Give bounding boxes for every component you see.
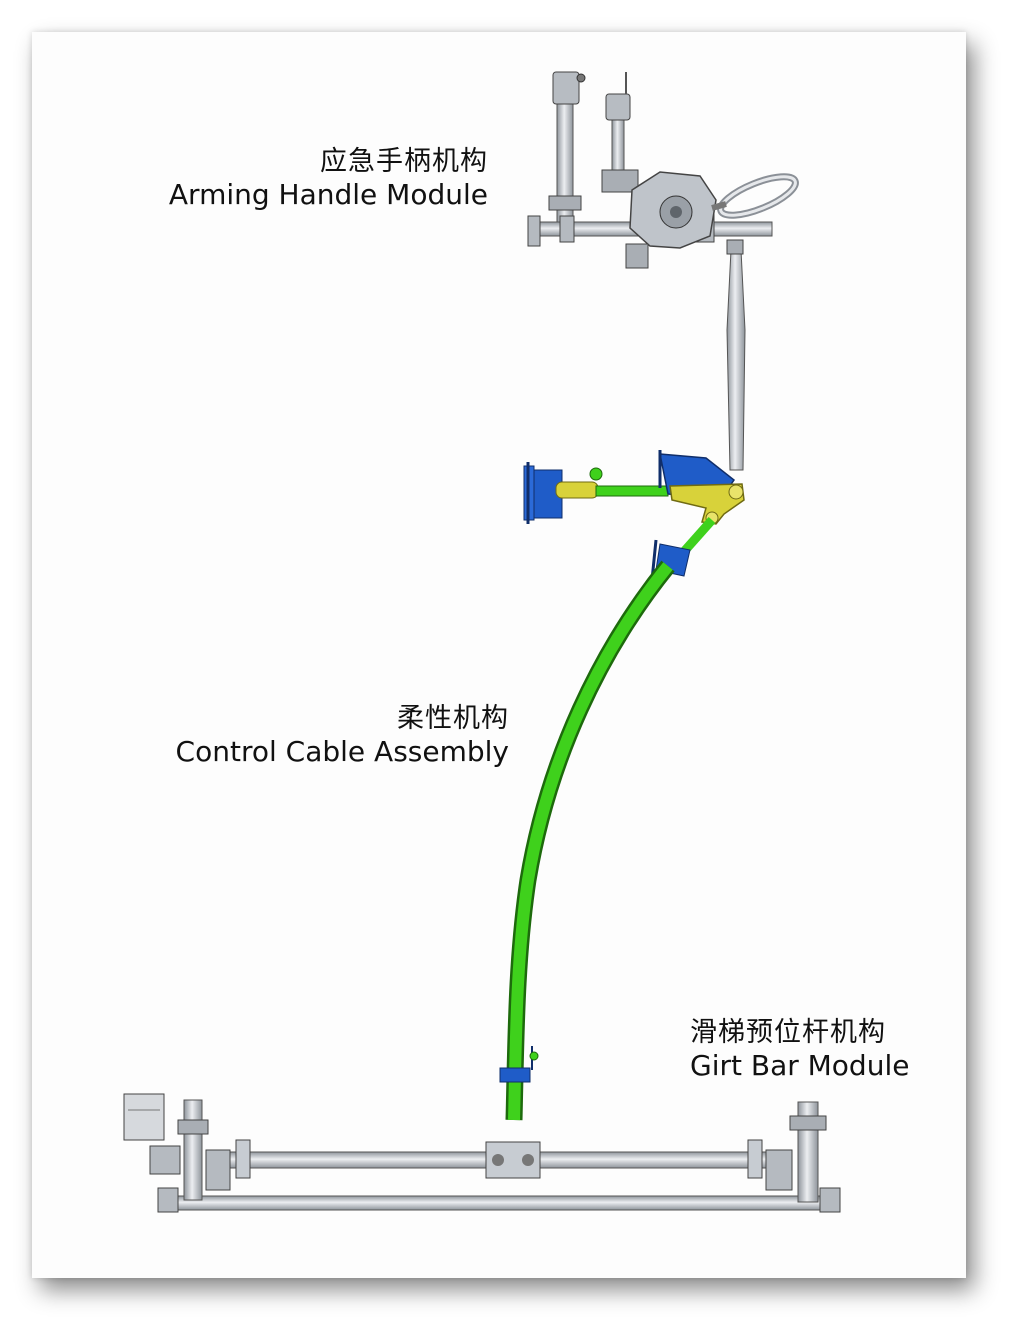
control-cable-label-en: Control Cable Assembly xyxy=(175,735,509,769)
left-post-clamp xyxy=(548,195,582,211)
green-cross-rod xyxy=(595,485,669,497)
girt-bar-label-en: Girt Bar Module xyxy=(690,1049,910,1083)
left-post-bolt xyxy=(576,73,586,83)
middle-post-cap xyxy=(605,93,631,121)
arming-handle-label: 应急手柄机构 Arming Handle Module xyxy=(169,146,488,212)
connecting-rod xyxy=(726,249,746,471)
diagram-card xyxy=(32,32,966,1278)
left-yellow-link xyxy=(555,481,599,499)
arming-handle-label-en: Arming Handle Module xyxy=(168,178,488,212)
girt-bar-module xyxy=(123,1093,841,1213)
control-cable-label-cn: 柔性机构 xyxy=(397,703,509,734)
left-girt-post xyxy=(183,1099,203,1201)
girt-bar-label-cn: 滑梯预位杆机构 xyxy=(690,1017,886,1048)
arming-handle-label-cn: 应急手柄机构 xyxy=(320,146,488,177)
left-box xyxy=(123,1093,165,1141)
left-post-cap xyxy=(552,71,580,105)
bracket-assembly xyxy=(523,450,745,581)
control-cable-label: 柔性机构 Control Cable Assembly xyxy=(176,703,509,769)
control-cable-highlight xyxy=(508,562,673,1121)
middle-post-base xyxy=(601,169,639,193)
cable-lower-clamp xyxy=(499,1067,531,1083)
arming-handle-module xyxy=(527,71,799,471)
girt-bar xyxy=(157,1195,841,1211)
girt-bar-label: 滑梯预位杆机构 Girt Bar Module xyxy=(690,1017,909,1083)
